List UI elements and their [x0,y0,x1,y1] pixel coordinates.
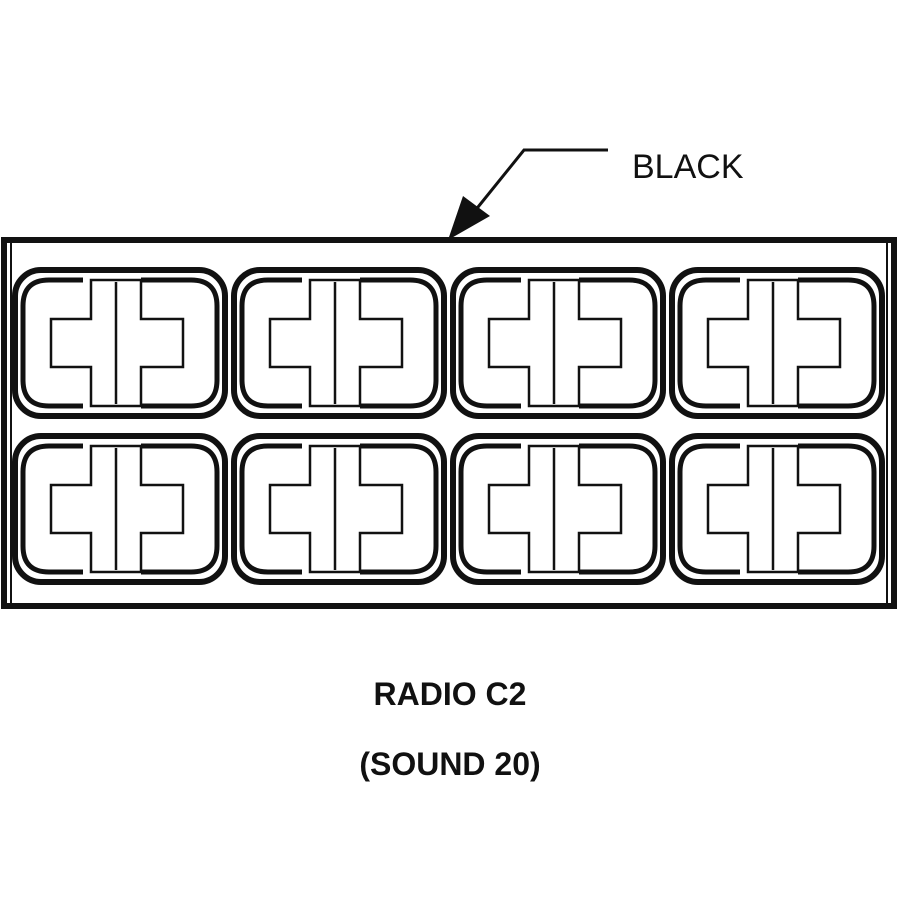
terminal-cavity [672,436,882,582]
callout-leader-line [472,148,608,213]
connector-housing [1,237,897,609]
callout-arrowhead [448,196,490,240]
terminal-cavity [453,270,663,416]
terminal-cavity [672,270,882,416]
callout-label: BLACK [632,148,744,186]
terminal-cavity [453,436,663,582]
terminal-cavity [234,270,444,416]
terminal-cavity [15,436,225,582]
diagram-subtitle: (SOUND 20) [359,746,541,782]
diagram-title: RADIO C2 [373,676,527,712]
terminal-cavity [234,436,444,582]
terminal-cavity [15,270,225,416]
